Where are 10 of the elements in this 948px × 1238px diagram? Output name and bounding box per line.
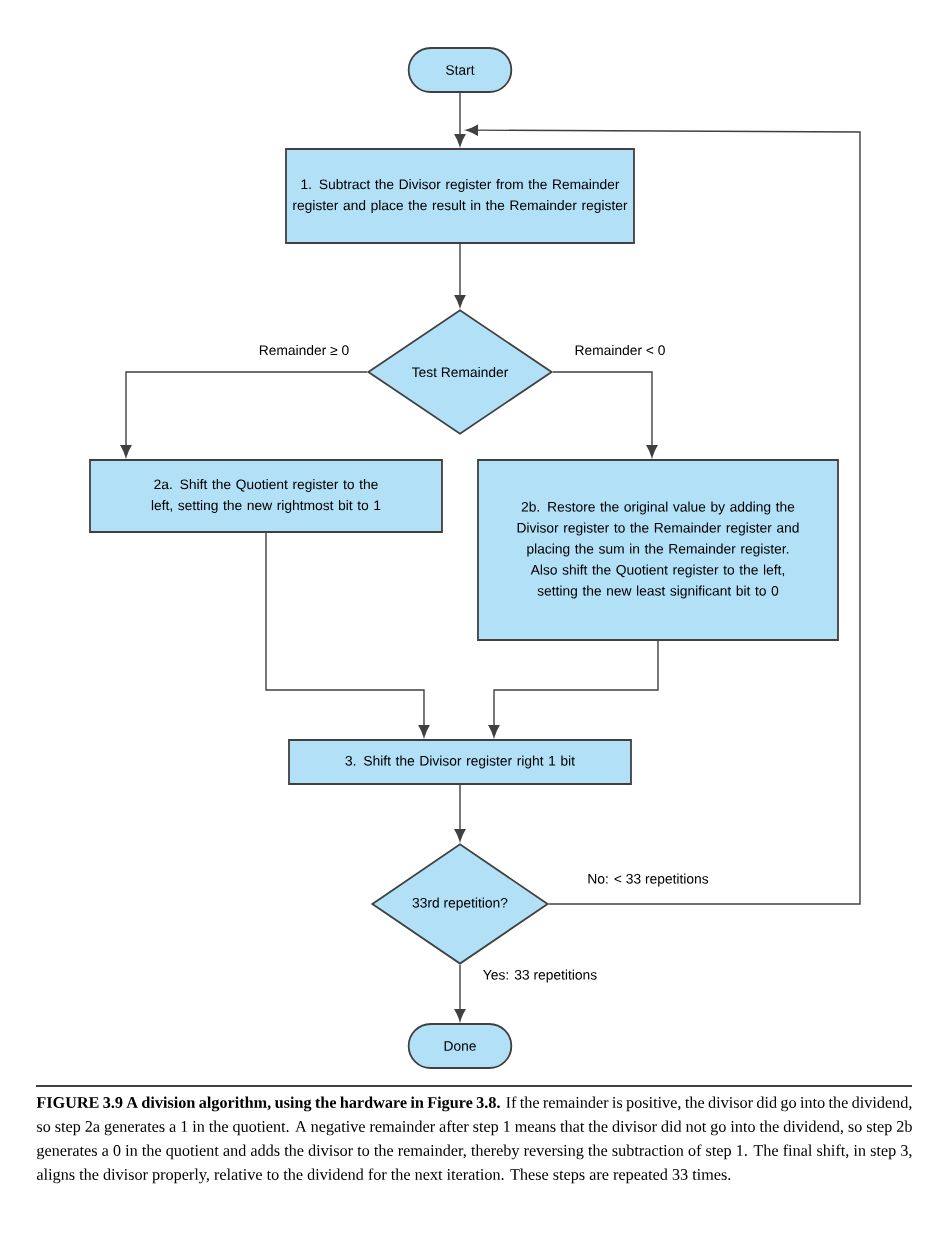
arrow: [454, 964, 466, 1022]
arrow: [454, 784, 466, 842]
arrow: [488, 640, 659, 738]
arrow: [454, 92, 466, 147]
arrow: [454, 243, 466, 308]
arrow: [120, 371, 368, 458]
arrow: [265, 532, 430, 738]
arrow: [465, 124, 861, 905]
figure-caption: FIGURE 3.9 A division algorithm, using the hardware in Figure 3.8. If the remainder is positive, the divisor did go into the dividend, so step 2a generates a 1 in the quotient. A negative remainder after step 1 means that the divisor did not go into the dividend, so step 2b generates a 0 in the quotient and adds the divisor to the remainder, thereby reversing the subtraction of step 1. The final shift, in step 3, aligns the divisor properly, relative to the dividend for the next iteration. These steps are repeated 33 times.: [36, 1096, 912, 1184]
arrow: [552, 371, 658, 458]
